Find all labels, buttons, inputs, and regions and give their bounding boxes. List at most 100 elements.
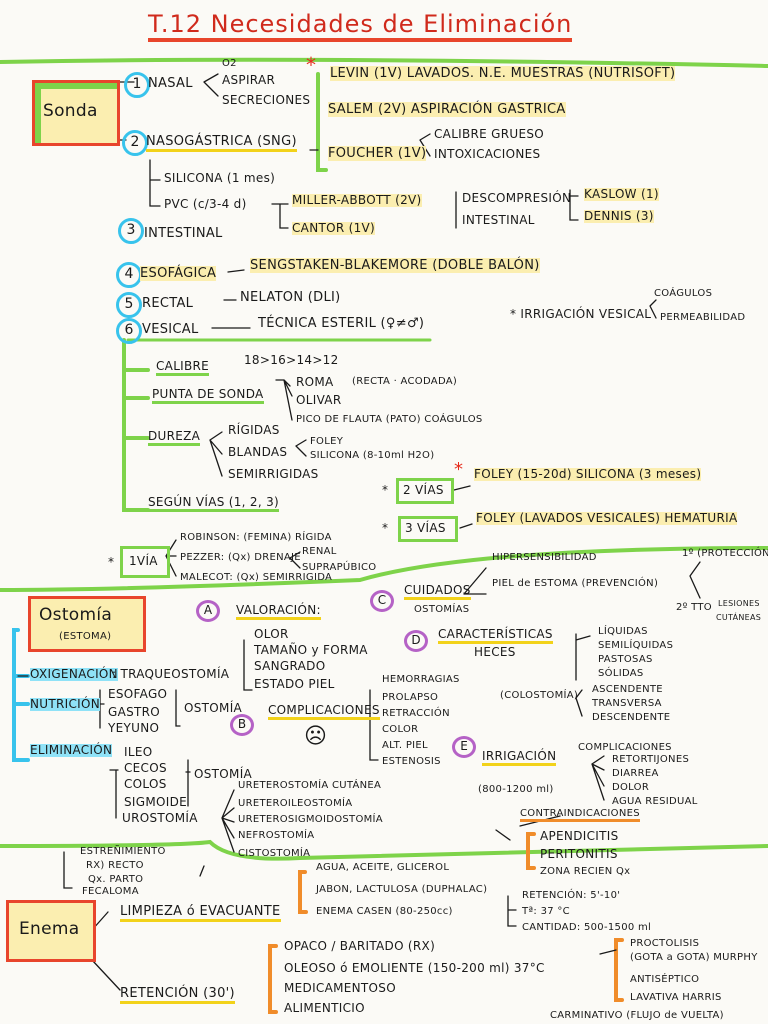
foucher: FOUCHER (1V) — [328, 146, 427, 161]
sangrado: SANGRADO — [254, 659, 326, 673]
asterisk-icon: * — [454, 459, 464, 480]
page-title: T.12 Necesidades de Eliminación — [148, 10, 573, 42]
complicaciones: COMPLICACIONES — [268, 704, 380, 720]
estenosis: ESTENOSIS — [382, 756, 441, 767]
antiseptico: ANTISÉPTICO — [630, 974, 700, 985]
esofago: ESOFAGO — [108, 687, 168, 701]
ureterostomia-cutanea: URETEROSTOMÍA CUTÁNEA — [238, 780, 382, 791]
retraccion: RETRACCIÓN — [382, 708, 450, 719]
ostomia-word-2: OSTOMÍA — [194, 767, 253, 781]
cistostomia: CISTOSTOMÍA — [238, 848, 311, 859]
levin: LEVIN (1V) LAVADOS. N.E. MUESTRAS (NUTRI… — [330, 66, 676, 81]
ostomia-label: Ostomía — [39, 605, 113, 625]
o2: O2 — [222, 58, 237, 69]
hemorragias: HEMORRAGIAS — [382, 674, 460, 685]
sonda-number-5: 5 — [116, 292, 142, 318]
colostomia: (COLOSTOMÍA) — [500, 690, 579, 701]
enema-label: Enema — [19, 919, 80, 939]
carminativo: CARMINATIVO (FLUJO de VUELTA) — [550, 1010, 724, 1021]
permeabilidad: PERMEABILIDAD — [660, 312, 746, 323]
sonda-number-1: 1 — [124, 72, 150, 98]
asterisk-icon: * — [108, 555, 115, 569]
roma: ROMA — [296, 375, 334, 389]
rigidas: RÍGIDAS — [228, 423, 280, 437]
intestinal-2: INTESTINAL — [462, 213, 535, 227]
tecnica-esteril: TÉCNICA ESTERIL (♀≠♂) — [258, 316, 425, 331]
retencion: RETENCIÓN (30') — [120, 986, 235, 1004]
oleoso-emoliente: OLEOSO ó EMOLIENTE (150-200 ml) 37°C — [284, 961, 545, 975]
sengstaken: SENGSTAKEN-BLAKEMORE (DOBLE BALÓN) — [250, 258, 540, 273]
rx-recto: RX) RECTO — [86, 860, 144, 871]
pastosas: PASTOSAS — [598, 654, 653, 665]
olor: OLOR — [254, 627, 289, 641]
eliminacion: ELIMINACIÓN — [30, 743, 113, 757]
sad-face-icon: ☹ — [304, 724, 328, 749]
jabon-lactulosa: JABON, LACTULOSA (DUPHALAC) — [316, 884, 488, 895]
ostomia-letter-b: B — [230, 714, 254, 736]
nasogastrica: NASOGÁSTRICA (SNG) — [146, 134, 297, 152]
irrigacion-vesical: * IRRIGACIÓN VESICAL — [510, 307, 652, 321]
primero-proteccion: 1º (PROTECCIÓN) — [682, 548, 768, 559]
ureterosigmoidostomia: URETEROSIGMOIDOSTOMÍA — [238, 814, 383, 825]
oxigenacion: OXIGENACIÓN — [30, 667, 118, 681]
agua-aceite: AGUA, ACEITE, GLICEROL — [316, 862, 450, 873]
estrenimiento: ESTREÑIMIENTO — [80, 846, 166, 857]
nutricion: NUTRICIÓN — [30, 697, 101, 711]
semirrigidas: SEMIRRIGIDAS — [228, 467, 319, 481]
heces: HECES — [474, 645, 516, 659]
peritonitis: PERITONITIS — [540, 847, 618, 861]
ascendente: ASCENDENTE — [592, 684, 663, 695]
liquidas: LÍQUIDAS — [598, 626, 648, 637]
piel-de-estoma: PIEL de ESTOMA (PREVENCIÓN) — [492, 578, 659, 589]
transversa: TRANSVERSA — [592, 698, 662, 709]
enema-casen: ENEMA CASEN (80-250cc) — [316, 906, 453, 917]
punta-de-sonda: PUNTA DE SONDA — [152, 388, 264, 404]
opaco-baritado: OPACO / BARITADO (RX) — [284, 939, 436, 953]
olivar: OLIVAR — [296, 393, 342, 407]
pvc: PVC (c/3-4 d) — [164, 197, 247, 211]
asterisk-icon: * — [306, 53, 317, 77]
asterisk-icon: * — [382, 483, 389, 497]
color: COLOR — [382, 724, 419, 735]
enema-box: Enema — [6, 900, 96, 962]
kaslow: KASLOW (1) — [584, 187, 659, 201]
nasal: NASAL — [148, 76, 193, 91]
asterisk-icon: * — [382, 521, 389, 535]
descendente: DESCENDENTE — [592, 712, 671, 723]
diarrea: DIARREA — [612, 768, 659, 779]
prolapso: PROLAPSO — [382, 692, 439, 703]
sonda-number-4: 4 — [116, 262, 142, 288]
hipersensibilidad: HIPERSENSIBILIDAD — [492, 552, 597, 563]
recta-acodada: (RECTA · ACODADA) — [352, 376, 458, 387]
sonda-number-2: 2 — [122, 130, 148, 156]
descompresion: DESCOMPRESIÓN — [462, 191, 572, 205]
vesical: VESICAL — [142, 322, 199, 337]
traqueostomia: : TRAQUEOSTOMÍA — [112, 667, 230, 681]
colos: COLOS — [124, 777, 167, 791]
temperatura: Tª: 37 °C — [522, 906, 570, 917]
complicaciones-irrigacion: COMPLICACIONES — [578, 742, 672, 753]
alt-piel: ALT. PIEL — [382, 740, 428, 751]
intestinal: INTESTINAL — [144, 226, 223, 241]
cutaneas: CUTÁNEAS — [716, 613, 762, 622]
sonda-label: Sonda — [43, 101, 98, 121]
segun-vias: SEGÚN VÍAS (1, 2, 3) — [148, 496, 279, 512]
nefrostomia: NEFROSTOMÍA — [238, 830, 315, 841]
fecaloma: FECALOMA — [82, 886, 139, 897]
cuidados: CUIDADOS — [404, 584, 471, 600]
medicamentoso: MEDICAMENTOSO — [284, 981, 396, 995]
blandas: BLANDAS — [228, 445, 288, 459]
dos-vias: 2 VÍAS — [403, 483, 444, 497]
foley-2-vias: FOLEY (15-20d) SILICONA (3 meses) — [474, 467, 702, 481]
una-via-box: 1VÍA — [120, 546, 170, 578]
gastro: GASTRO — [108, 705, 161, 719]
nelaton: NELATON (DLI) — [240, 290, 341, 305]
dennis: DENNIS (3) — [584, 209, 654, 223]
sonda-number-6: 6 — [116, 318, 142, 344]
valoracion: VALORACIÓN: — [236, 604, 321, 620]
pico-de-flauta: PICO DE FLAUTA (PATO) COÁGULOS — [296, 414, 483, 425]
tres-vias-box: 3 VÍAS — [398, 516, 458, 542]
pezzer: PEZZER: (Qx) DRENAJE — [180, 552, 301, 563]
silicona: SILICONA (1 mes) — [164, 171, 276, 185]
rectal: RECTAL — [142, 296, 194, 311]
